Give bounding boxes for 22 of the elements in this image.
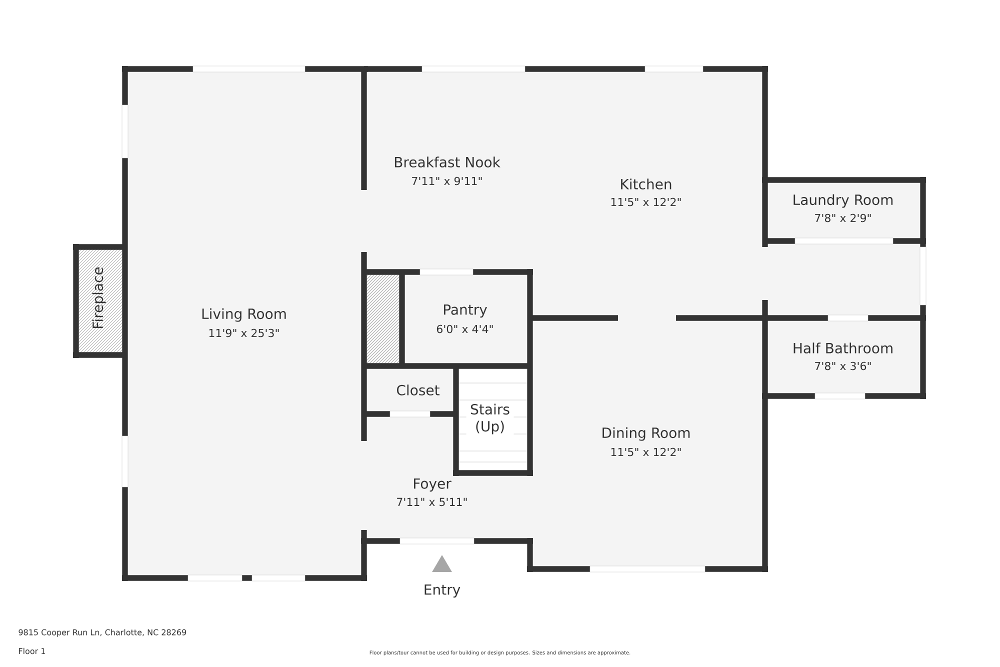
address-text: 9815 Cooper Run Ln, Charlotte, NC 28269 (18, 629, 186, 637)
room-name: Foyer (414, 478, 452, 492)
room-dimensions: 11'5" x 12'2" (611, 198, 681, 206)
room-name: Dining Room (602, 427, 690, 441)
room-name: Breakfast Nook (394, 156, 500, 168)
room-dimensions: 7'11" x 5'11" (397, 498, 467, 506)
room-dimensions: 11'5" x 12'2" (611, 448, 681, 456)
room-name: Fireplace (92, 267, 106, 328)
room-name: Pantry (444, 304, 487, 318)
room-dimensions: 7'11" x 9'11" (412, 176, 482, 186)
room-name: Stairs (Up) (466, 402, 514, 436)
room-name: Kitchen (621, 178, 672, 190)
room-dimensions: 7'8" x 2'9" (815, 214, 871, 222)
room-name: Half Bathroom (794, 342, 892, 354)
floor-label: Floor 1 (18, 648, 45, 654)
room-name: Laundry Room (794, 194, 893, 208)
room-dimensions: 6'0" x 4'4" (436, 324, 493, 334)
room-dimensions: 11'9" x 25'3" (209, 328, 279, 338)
room-name: Living Room (202, 308, 286, 322)
entry-label: Entry (424, 584, 460, 598)
room-name: Closet (396, 384, 440, 396)
room-dimensions: 7'8" x 3'6" (815, 362, 871, 370)
